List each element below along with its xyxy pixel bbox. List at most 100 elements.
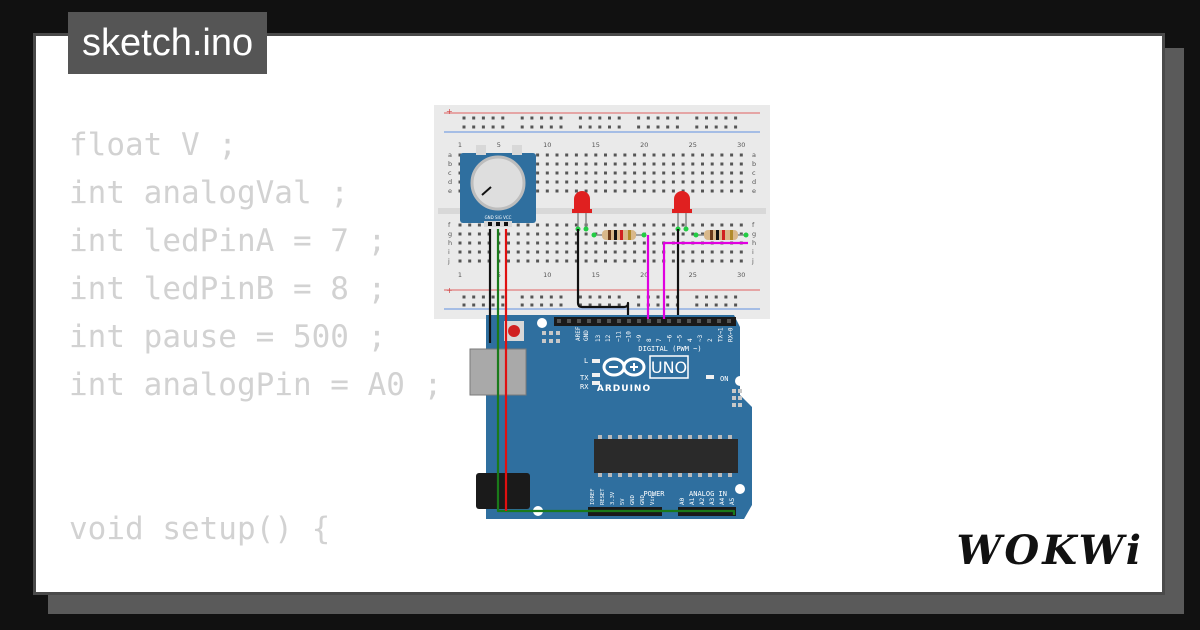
code-line: float V ; [69,127,237,163]
wokwi-logo: WOKWi [956,527,1144,574]
breadboard-row-letter: a [448,151,452,159]
digital-pin-label: 2 [707,338,714,342]
code-line: int analogVal ; [69,175,349,211]
breadboard-row-letter: d [752,178,756,186]
digital-pin-label: 8 [646,338,653,342]
code-line: int analogPin = A0 ; [69,367,443,403]
gnd-pin-label: GND [583,330,590,341]
breadboard-column-number: 1 [458,271,462,279]
digital-header [554,317,736,326]
power-pin-label: 3.3V [610,491,616,505]
breadboard-row-letter: h [448,239,452,247]
breadboard-row-letter: c [448,169,452,177]
wire-pot-sig [496,229,736,515]
potentiometer-pin-labels: GND SIG VCC [485,215,512,220]
svg-text:+: + [446,286,453,295]
board-model-label: UNO [651,358,687,377]
digital-pin-label: 13 [595,334,602,342]
breadboard-row-letter: c [752,169,756,177]
breadboard-row-letter: j [447,257,450,265]
breadboard-row-letter: j [751,257,754,265]
breadboard-row-letter: i [448,248,450,256]
power-header-label: POWER [643,490,665,498]
power-jack [476,473,530,509]
svg-text:+: + [446,107,453,116]
wire-led-a-gnd [576,229,630,315]
on-led-label: ON [720,375,728,383]
power-pin-label: GND [640,495,646,505]
digital-header-label: DIGITAL (PWM ~) [638,345,701,353]
aref-pin-label: AREF [575,326,582,341]
digital-pin-label: 7 [656,338,663,342]
power-pin-label: GND [630,495,636,505]
digital-pin-label: RX←0 [728,327,735,342]
power-pin-label: RESET [600,488,606,505]
power-pin-label: Vin [650,495,656,505]
breadboard-column-number: 15 [592,271,600,279]
breadboard-row-letter: b [752,160,756,168]
code-line: int ledPinA = 7 ; [69,223,387,259]
breadboard-column-number: 25 [689,141,697,149]
wire-pin-7 [662,241,748,319]
breadboard-column-number: 5 [497,141,501,149]
rx-led-label: RX [580,383,589,391]
power-pin-label: 5V [620,498,626,505]
reset-button [508,325,520,337]
digital-pin-label: 4 [687,338,694,342]
analog-pin-label: A4 [719,497,726,505]
breadboard-row-letter: g [448,230,452,238]
preview-card: float V ; int analogVal ; int ledPinA = 7 … [33,33,1165,595]
breadboard-row-letter: b [448,160,452,168]
analog-pin-label: A3 [709,497,716,505]
analog-pin-label: A2 [699,497,706,505]
breadboard-row-letter: i [752,248,754,256]
project-title: sketch.ino [68,12,268,74]
breadboard-column-number: 30 [737,141,745,149]
breadboard-row-letter: a [752,151,756,159]
breadboard-column-number: 20 [640,271,648,279]
power-pin-label: IOREF [590,488,596,505]
wires [488,229,748,515]
code-line [69,409,461,457]
breadboard-row-letter: e [448,187,452,195]
breadboard-column-number: 20 [640,141,648,149]
led-a [572,191,592,227]
resistor-b [696,230,746,240]
breadboard-column-number: 1 [458,141,462,149]
code-line [69,457,461,505]
code-line: int pause = 500 ; [69,319,387,355]
code-line [69,553,461,592]
breadboard-row-letter: g [752,230,756,238]
microcontroller-chip [594,439,738,473]
digital-pin-label: 12 [605,334,612,342]
code-preview: float V ; int analogVal ; int ledPinA = 7 … [69,121,461,592]
breadboard-row-letter: h [752,239,756,247]
digital-pin-label: ~11 [615,331,622,342]
breadboard-column-number: 10 [543,141,551,149]
digital-pin-label: ~6 [666,334,673,342]
tx-led-label: TX [580,374,589,382]
breadboard-row-letter: d [448,178,452,186]
resistor-a [594,230,644,240]
power-pin-labels: IOREF RESET 3.3V 5V GND GND Vin [590,488,656,505]
analog-pin-label: A5 [729,497,736,505]
breadboard-row-letter: e [752,187,756,195]
analog-pin-label: A0 [679,497,686,505]
code-line: int ledPinB = 8 ; [69,271,387,307]
led-b [672,191,692,227]
digital-pin-label: ~3 [697,334,704,342]
analog-pin-label: A1 [689,497,696,505]
digital-pin-label: TX→1 [717,327,724,342]
breadboard-column-number: 15 [592,141,600,149]
potentiometer-knob [470,155,526,211]
arduino-logo-icon [602,357,646,377]
digital-pin-label: ~10 [626,331,633,342]
breadboard-row-letter: f [752,221,755,229]
breadboard-column-number: 30 [737,271,745,279]
arduino-uno-board: UNO ARDUINO DIGITAL (PWM ~) POWER ANALOG… [469,315,752,519]
code-line: void setup() { [69,511,331,547]
l-led-label: L [584,357,588,365]
